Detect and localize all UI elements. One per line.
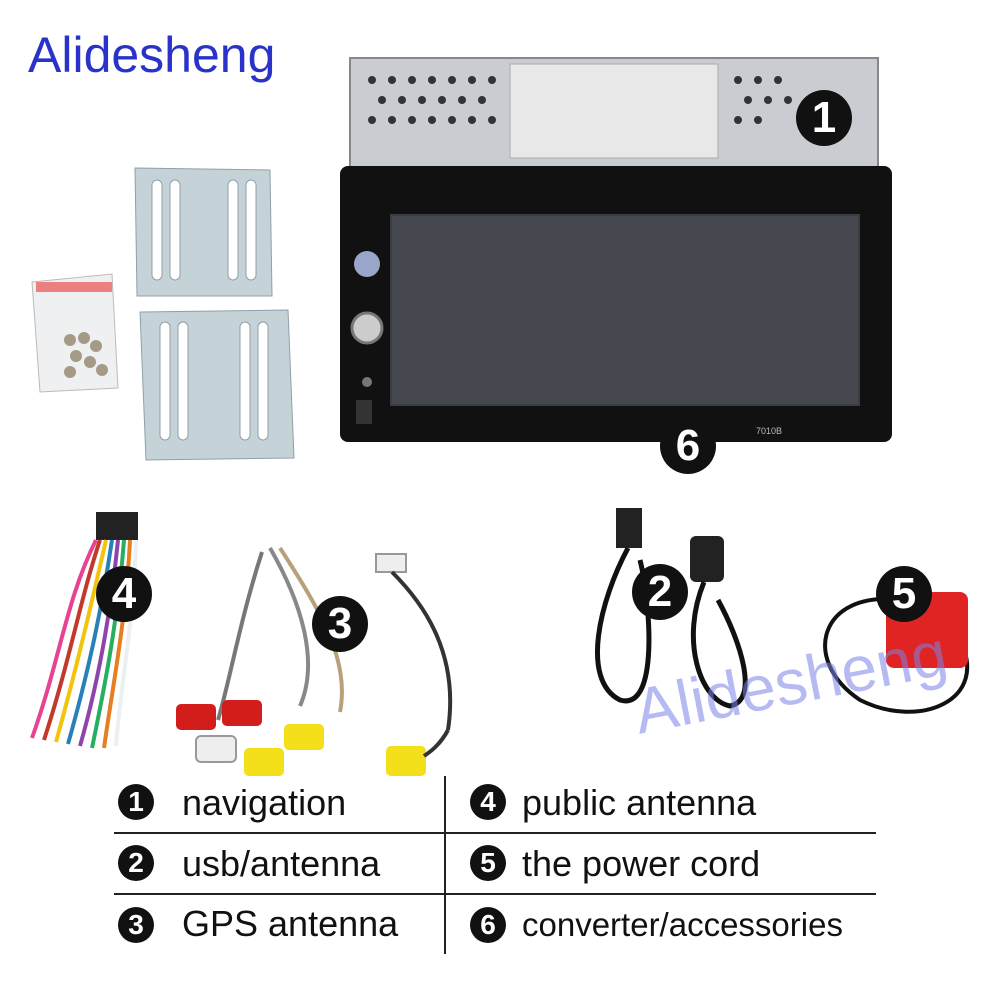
mounting-brackets (134, 167, 295, 461)
legend-badge-5: 5 (470, 845, 506, 881)
badge-5: 5 (876, 566, 932, 622)
badge-6: 6 (660, 418, 716, 474)
badge-4: 4 (96, 566, 152, 622)
legend-badge-6: 6 (470, 907, 506, 943)
camera-cable (375, 553, 453, 776)
legend-label-converter-accessories: converter/accessories (522, 906, 843, 943)
legend-badge-1: 1 (118, 784, 154, 820)
model-label: 7010B (756, 426, 782, 436)
legend-badge-4: 4 (470, 784, 506, 820)
badge-2: 2 (632, 564, 688, 620)
brand-logo-text: Alidesheng (28, 27, 276, 83)
rca-cables (176, 546, 344, 776)
legend-label-public-antenna: public antenna (522, 782, 757, 823)
legend-badge-3: 3 (118, 907, 154, 943)
badge-3: 3 (312, 596, 368, 652)
legend-label-navigation: navigation (182, 782, 347, 823)
product-illustration: 7010B (30, 57, 969, 776)
legend-label-power-cord: the power cord (522, 843, 761, 884)
legend-divider-vertical (444, 776, 446, 954)
legend-label-gps-antenna: GPS antenna (182, 903, 399, 944)
head-unit: 7010B (340, 57, 892, 442)
screw-bag (31, 273, 119, 393)
badge-1: 1 (796, 90, 852, 146)
legend-divider-2 (114, 893, 876, 895)
legend-badge-2: 2 (118, 845, 154, 881)
wiring-harness (30, 512, 138, 749)
legend-label-usb-antenna: usb/antenna (182, 843, 381, 884)
legend-divider-1 (114, 832, 876, 834)
